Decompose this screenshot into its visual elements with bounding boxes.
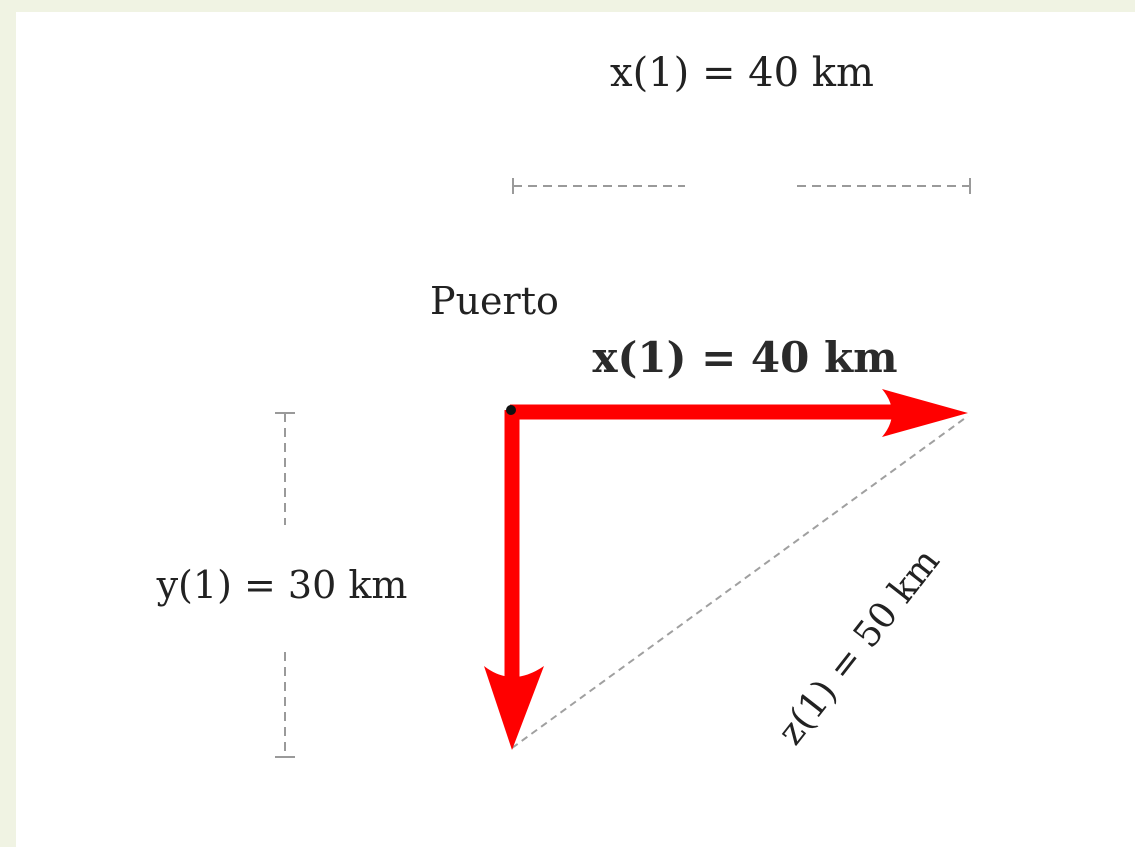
port-dot — [506, 405, 516, 415]
hypotenuse-label: z(1) = 50 km — [770, 541, 948, 752]
x-arrow — [510, 389, 968, 437]
x-arrow-head — [882, 389, 968, 437]
top-x-dimension — [512, 178, 971, 194]
arrow-x-label: x(1) = 40 km — [592, 333, 897, 382]
left-y-dimension — [275, 412, 295, 758]
y-arrow-head — [484, 666, 544, 750]
y-arrow — [484, 410, 544, 750]
hypotenuse-line — [511, 415, 969, 749]
port-label: Puerto — [430, 279, 559, 323]
y-dim-label: y(1) = 30 km — [156, 563, 408, 607]
top-x-label: x(1) = 40 km — [610, 50, 874, 96]
